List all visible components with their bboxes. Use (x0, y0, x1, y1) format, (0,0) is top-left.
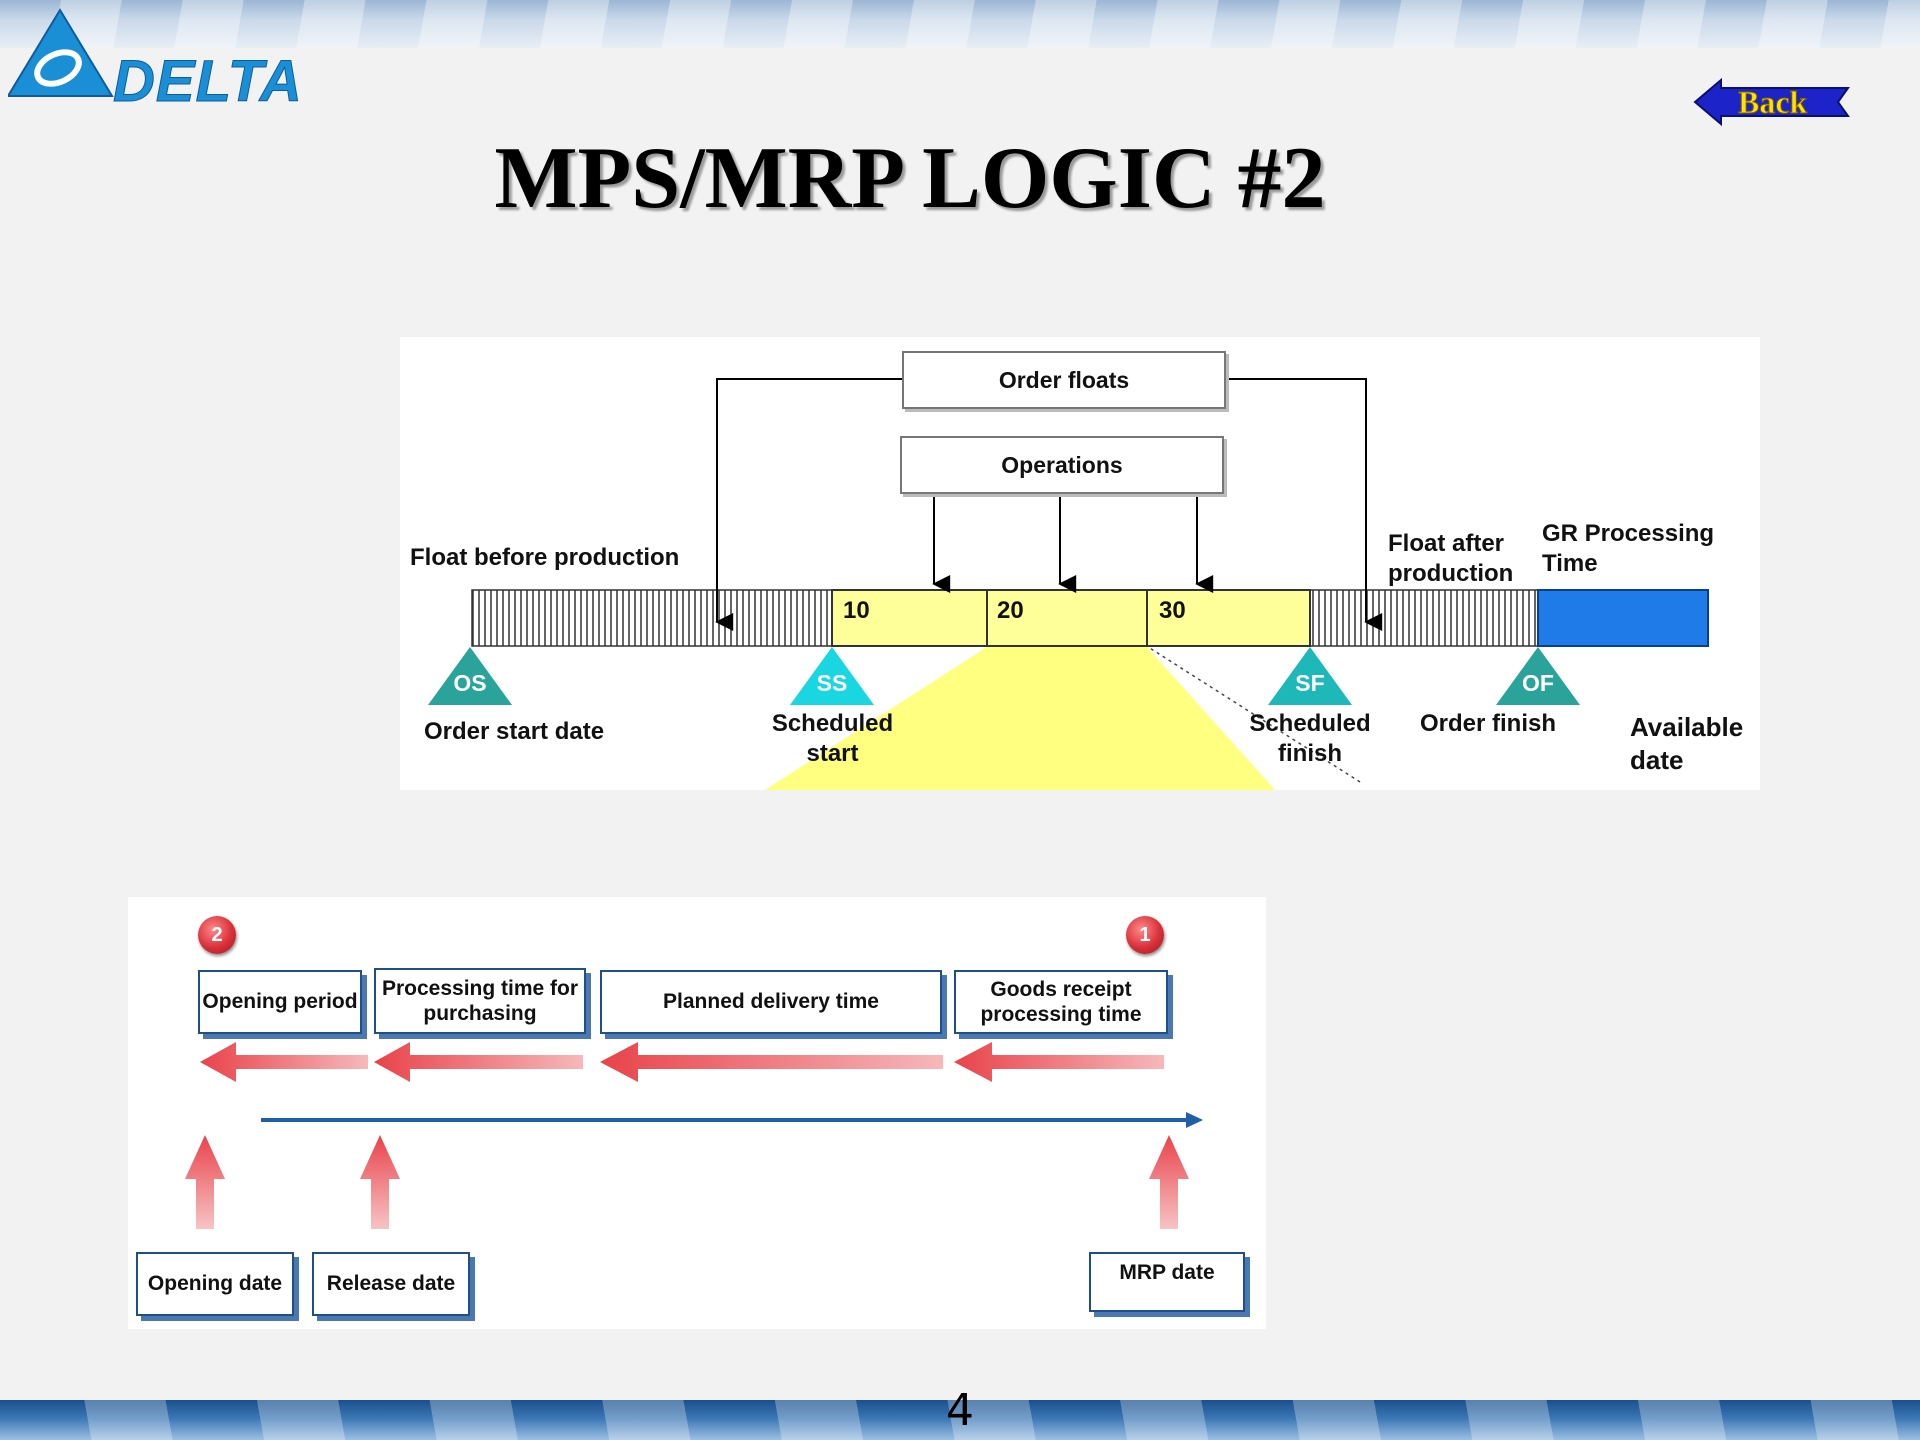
operation-bar-30 (1146, 589, 1311, 647)
operations-box: Operations (900, 436, 1224, 494)
sf-code: SF (1295, 670, 1325, 696)
ss-code: SS (816, 670, 848, 696)
float-after-production-label: Float after production (1388, 530, 1514, 587)
processing-time-box: Processing time for purchasing (374, 968, 586, 1034)
order-start-date-label: Order start date (424, 718, 605, 745)
opening-date-box: Opening date (136, 1252, 294, 1316)
float-before-production-label: Float before production (410, 544, 680, 571)
ss-triangle-icon (790, 647, 874, 705)
back-arrow-icon (1693, 77, 1850, 127)
mrp-date-box: MRP date (1089, 1252, 1245, 1312)
logo-text: DELTA (113, 49, 303, 115)
operation-number-20: 20 (997, 597, 1024, 624)
operation-number-10: 10 (843, 597, 870, 624)
order-scheduling-diagram: Order floats Operations Float before pro… (400, 337, 1760, 790)
order-floats-box: Order floats (902, 351, 1226, 409)
gr-processing-time-label: GR Processing Time (1542, 520, 1715, 577)
planned-delivery-time-box: Planned delivery time (600, 970, 942, 1034)
float-before-production-bar (471, 589, 833, 647)
opening-period-box: Opening period (198, 970, 362, 1034)
gr-processing-bar (1537, 589, 1709, 647)
back-button[interactable]: Back (1693, 77, 1855, 127)
backward-arrow-processing-time (374, 1042, 583, 1082)
scheduled-finish-label: Scheduled finish (1249, 710, 1371, 767)
mrp-date-calculation-diagram: 2 1 Opening period Processing time for p… (128, 897, 1266, 1329)
order-floats-right-connector (1223, 378, 1383, 631)
mrp-date-graphic (185, 1042, 1203, 1229)
operation-number-30: 30 (1159, 597, 1186, 624)
up-arrow-opening-date (185, 1135, 225, 1229)
order-floats-left-connector (715, 378, 902, 631)
scheduled-start-label: Scheduled start (771, 710, 894, 767)
goods-receipt-processing-box: Goods receipt processing time (954, 970, 1168, 1034)
of-code: OF (1522, 670, 1554, 696)
backward-arrow-planned-delivery (600, 1042, 943, 1082)
page-title: MPS/MRP LOGIC #2 (494, 130, 1326, 227)
float-after-production-bar (1309, 589, 1539, 647)
available-date-label: Available date (1630, 712, 1744, 775)
delta-triangle-icon (6, 8, 114, 97)
of-triangle-icon (1496, 647, 1580, 705)
order-finish-label: Order finish (1420, 710, 1557, 737)
os-triangle-icon (428, 647, 512, 705)
backward-arrow-opening-period (200, 1042, 368, 1082)
up-arrow-mrp-date (1149, 1135, 1189, 1229)
operation-bar-10 (831, 589, 988, 647)
page-number: 4 (946, 1385, 974, 1436)
step-badge-1: 1 (1126, 916, 1164, 954)
os-code: OS (453, 670, 487, 696)
step-badge-2: 2 (198, 916, 236, 954)
projection-dotted-line (1144, 644, 1361, 783)
release-date-box: Release date (312, 1252, 470, 1316)
sf-triangle-icon (1268, 647, 1352, 705)
order-scheduling-graphic (428, 378, 1709, 790)
operation-detail-projection (765, 645, 1275, 790)
top-decoration-band (0, 0, 1920, 48)
up-arrow-release-date (360, 1135, 400, 1229)
delta-logo: DELTA (6, 6, 302, 115)
back-label: Back (1737, 84, 1808, 121)
operation-bar-20 (986, 589, 1148, 647)
forward-timeline-arrowhead (1186, 1112, 1203, 1128)
bottom-decoration-band (0, 1400, 1920, 1440)
backward-arrow-goods-receipt (954, 1042, 1164, 1082)
